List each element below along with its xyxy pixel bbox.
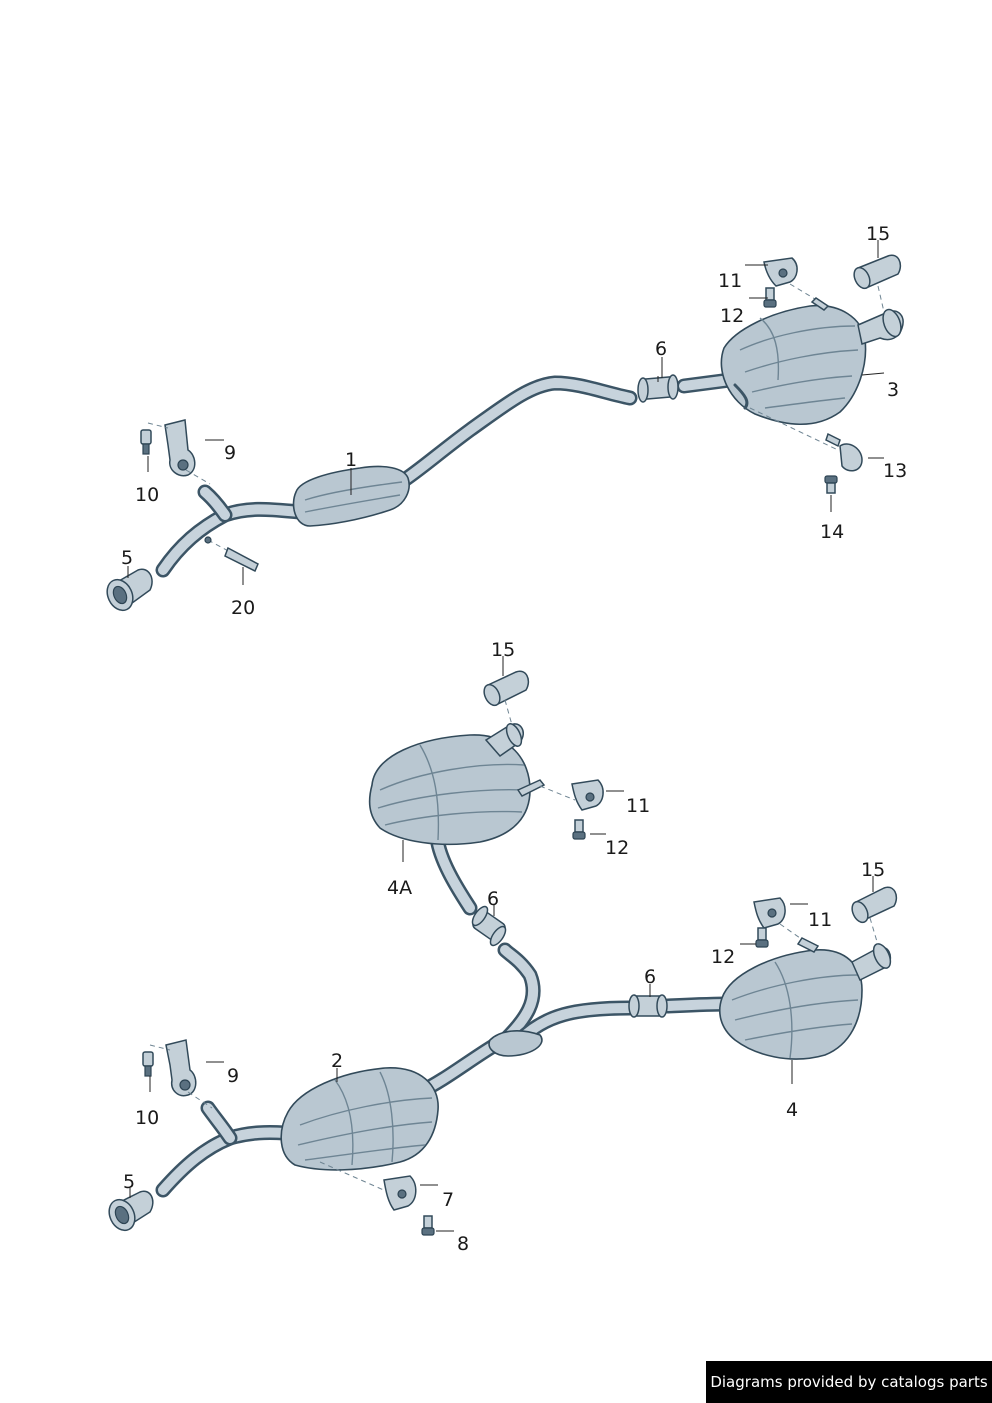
bolt-12-4 [755,927,769,948]
callout-5-lower: 5 [123,1171,135,1193]
upper-center-pipe [155,372,738,578]
hanger-11-4a [539,779,604,811]
callout-15-4: 15 [861,859,885,881]
callout-6-lower-b: 6 [644,966,656,988]
callout-7: 7 [442,1189,454,1211]
hanger-13 [749,407,863,472]
tail-tip-4 [851,886,898,946]
callout-13: 13 [883,460,907,482]
rear-silencer-4a [368,723,546,846]
callout-9-lower: 9 [227,1065,239,1087]
callout-labels: 1 3 5 6 9 10 11 12 13 14 15 20 15 11 12 … [121,223,907,1255]
bolt-8 [421,1215,435,1236]
credit-badge: Diagrams provided by catalogs parts [706,1361,992,1403]
bracket-9-lower [149,1039,213,1109]
tail-tip-4a [483,670,530,726]
front-clamp-lower [108,1190,154,1232]
bracket-9-upper [147,419,211,485]
callout-12-4a: 12 [605,837,629,859]
rear-silencer-4 [719,937,892,1060]
callout-12-4: 12 [711,946,735,968]
lower-exhaust-assembly [108,670,898,1236]
bolt-10-upper [140,429,152,455]
hanger-7 [319,1161,417,1211]
callout-2: 2 [331,1050,343,1072]
clamp-lower-a [471,905,507,947]
hanger-11-4 [753,897,801,939]
callout-1: 1 [345,449,357,471]
center-silencer-lower [280,1067,439,1171]
leader-lines [127,240,885,1232]
callout-3: 3 [887,379,899,401]
callout-15-4a: 15 [491,639,515,661]
callout-6-upper: 6 [655,338,667,360]
callout-11-4a: 11 [626,795,650,817]
clamp-lower-b [628,994,668,1018]
callout-9-upper: 9 [224,442,236,464]
callout-12-upper: 12 [720,305,744,327]
sensor-upper [204,536,259,573]
hanger-11-upper [763,257,830,311]
rear-silencer-upper [720,304,904,426]
callout-10-upper: 10 [135,484,159,506]
tail-tip-upper [853,254,902,313]
callout-4: 4 [786,1099,798,1121]
callout-11-upper: 11 [718,270,742,292]
callout-20: 20 [231,597,255,619]
callout-5-upper: 5 [121,547,133,569]
callout-4a: 4A [387,877,412,899]
callout-14: 14 [820,521,844,543]
callout-6-lower-a: 6 [487,888,499,910]
callout-8: 8 [457,1233,469,1255]
bolt-12-4a [572,819,586,840]
bolt-12-upper [763,287,777,308]
callout-11-4: 11 [808,909,832,931]
clamp-upper [637,374,679,403]
bolt-10-lower [142,1051,154,1077]
bolt-14 [824,475,838,494]
front-clamp-upper [106,568,153,612]
upper-exhaust-assembly [106,254,904,612]
callout-15-upper: 15 [866,223,890,245]
callout-10-lower: 10 [135,1107,159,1129]
